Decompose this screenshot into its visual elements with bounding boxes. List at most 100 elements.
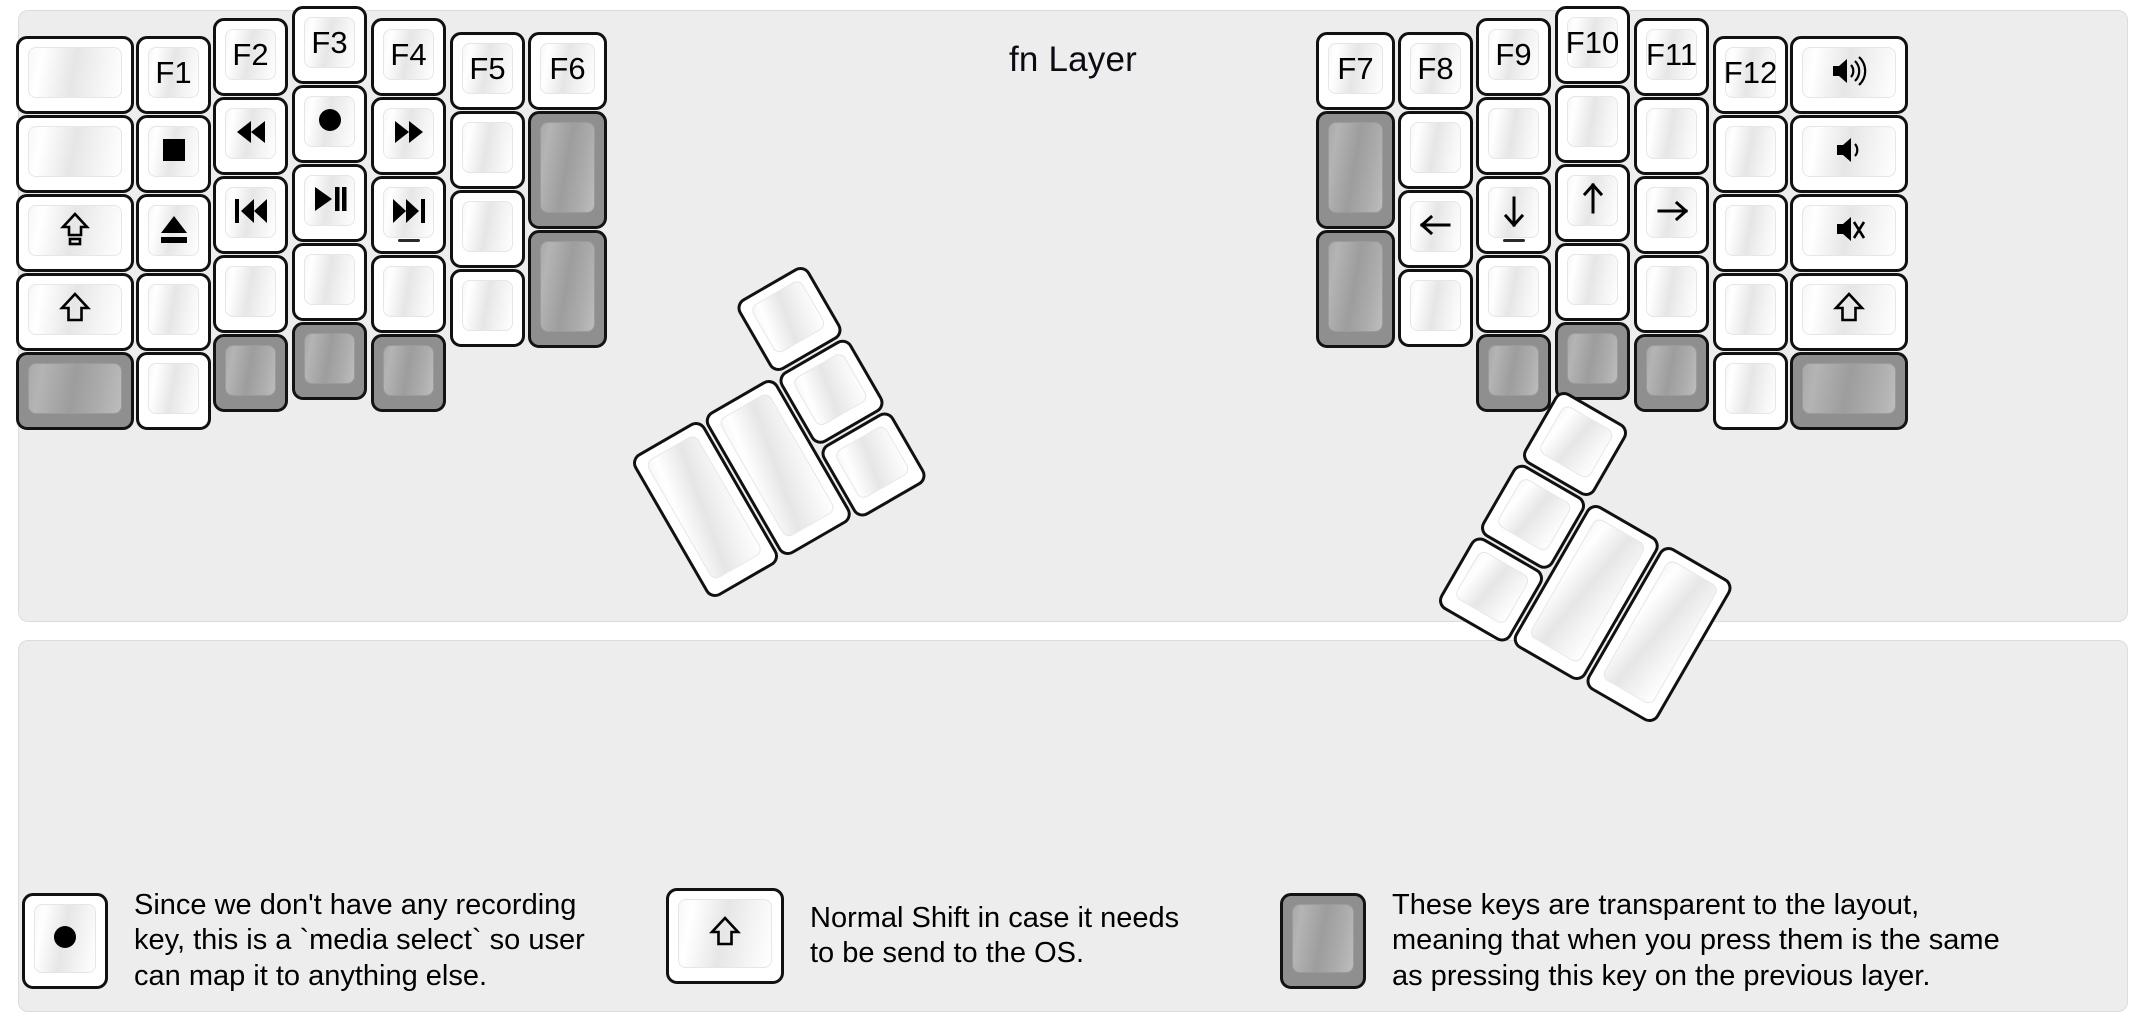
col-f2-key-2-rewind-icon[interactable] (213, 97, 288, 175)
keycap-face (225, 187, 276, 238)
col-f5-key-1-f5-key[interactable]: F5 (450, 32, 525, 110)
col-f8-key-4[interactable] (1398, 269, 1473, 347)
col-f1-key-5[interactable] (136, 352, 211, 430)
col-f8-key-3-arrow-left-icon[interactable] (1398, 190, 1473, 268)
keycap-face (1567, 175, 1618, 226)
keycap-face (1646, 108, 1697, 159)
col-f1-key-2-stop-icon[interactable] (136, 115, 211, 193)
col-outer-right-key-1-volume-up-icon[interactable] (1790, 36, 1908, 114)
col-f11-key-1-f11-key[interactable]: F11 (1634, 18, 1709, 96)
col-f3-key-3-play-pause-icon[interactable] (292, 164, 367, 242)
col-f7-key-1-f7-key[interactable]: F7 (1316, 32, 1395, 110)
keycap-face: F10 (1566, 17, 1619, 68)
col-f4-key-2-fast-forward-icon[interactable] (371, 97, 446, 175)
keycap-face (225, 345, 276, 396)
col-f2-key-4[interactable] (213, 255, 288, 333)
arrow-left-icon (1416, 205, 1456, 249)
keycap-face (1802, 284, 1896, 335)
keycap-face (1646, 187, 1697, 238)
col-f3-key-5-transparent-key-icon[interactable] (292, 322, 367, 400)
col-f3-key-2-record-icon[interactable] (292, 85, 367, 163)
col-f9-key-2[interactable] (1476, 97, 1551, 175)
keycap-face (1725, 205, 1776, 256)
col-f9-key-1-f9-key[interactable]: F9 (1476, 18, 1551, 96)
col-f4-key-1-f4-key[interactable]: F4 (371, 18, 446, 96)
col-f12-key-2[interactable] (1713, 115, 1788, 193)
col-f5-key-2[interactable] (450, 111, 525, 189)
col-f2-key-5-transparent-key-icon[interactable] (213, 334, 288, 412)
col-f11-key-3-arrow-right-icon[interactable] (1634, 176, 1709, 254)
col-f5-key-3[interactable] (450, 190, 525, 268)
col-f1-key-3-eject-icon[interactable] (136, 194, 211, 272)
keycap-face (1725, 126, 1776, 177)
key-label: F11 (1645, 37, 1698, 72)
col-f11-key-2[interactable] (1634, 97, 1709, 175)
keycap-face (28, 126, 122, 177)
col-f4-key-5-transparent-key-icon[interactable] (371, 334, 446, 412)
col-f9-key-4[interactable] (1476, 255, 1551, 333)
keycap-face (383, 345, 434, 396)
keycap-face (383, 266, 434, 317)
col-f11-key-4[interactable] (1634, 255, 1709, 333)
col-f9-key-3-arrow-down-icon[interactable] (1476, 176, 1551, 254)
key-label: F7 (1337, 51, 1374, 86)
col-outer-left-key-5-transparent-key-icon[interactable] (16, 352, 134, 430)
keycap-face (225, 266, 276, 317)
keycap-face (1725, 284, 1776, 335)
col-f12-key-1-f12-key[interactable]: F12 (1713, 36, 1788, 114)
legend-keycap-shift-arrow-icon[interactable] (666, 888, 784, 984)
col-f3-key-4[interactable] (292, 243, 367, 321)
col-outer-right-key-5-transparent-key-icon[interactable] (1790, 352, 1908, 430)
col-f4-key-4[interactable] (371, 255, 446, 333)
col-outer-right-key-4-shift-arrow-icon[interactable] (1790, 273, 1908, 351)
col-f1-key-4[interactable] (136, 273, 211, 351)
col-f6-key-2-transparent-key-icon[interactable] (528, 111, 607, 229)
keycap-face (1646, 345, 1697, 396)
col-f10-key-5-transparent-key-icon[interactable] (1555, 322, 1630, 400)
keycap-face (1802, 363, 1896, 414)
col-f8-key-1-f8-key[interactable]: F8 (1398, 32, 1473, 110)
legend-keycap-record-icon[interactable] (22, 893, 108, 990)
col-f4-key-3-next-track-icon[interactable] (371, 176, 446, 254)
keycap-face (1410, 122, 1461, 173)
shift-arrow-icon (55, 288, 95, 332)
col-outer-right-key-2-volume-down-icon[interactable] (1790, 115, 1908, 193)
key-label: F1 (155, 55, 192, 90)
homing-bar-indicator (1502, 239, 1525, 242)
col-f5-key-4[interactable] (450, 269, 525, 347)
col-f11-key-5-transparent-key-icon[interactable] (1634, 334, 1709, 412)
col-f9-key-5-transparent-key-icon[interactable] (1476, 334, 1551, 412)
col-outer-right-key-3-volume-mute-icon[interactable] (1790, 194, 1908, 272)
volume-up-icon (1829, 51, 1869, 95)
keycap-face (1453, 549, 1532, 626)
col-outer-left-key-1[interactable] (16, 36, 134, 114)
col-f8-key-2[interactable] (1398, 111, 1473, 189)
col-f6-key-3-transparent-key-icon[interactable] (528, 230, 607, 348)
keycap-face (791, 351, 870, 428)
col-f12-key-4[interactable] (1713, 273, 1788, 351)
col-outer-left-key-2[interactable] (16, 115, 134, 193)
keycap-face (1802, 47, 1896, 98)
col-f1-key-1-f1-key[interactable]: F1 (136, 36, 211, 114)
legend-keycap-transparent-key-icon[interactable] (1280, 893, 1366, 990)
col-f10-key-4[interactable] (1555, 243, 1630, 321)
col-outer-left-key-4-shift-arrow-icon[interactable] (16, 273, 134, 351)
col-f10-key-3-arrow-up-icon[interactable] (1555, 164, 1630, 242)
col-f7-key-3-transparent-key-icon[interactable] (1316, 230, 1395, 348)
col-f6-key-1-f6-key[interactable]: F6 (528, 32, 607, 110)
col-f2-key-3-previous-track-icon[interactable] (213, 176, 288, 254)
col-f12-key-3[interactable] (1713, 194, 1788, 272)
col-f10-key-1-f10-key[interactable]: F10 (1555, 6, 1630, 84)
rewind-icon (231, 112, 271, 156)
keycap-face (148, 284, 199, 335)
col-f2-key-1-f2-key[interactable]: F2 (213, 18, 288, 96)
key-label: F12 (1723, 55, 1778, 90)
keycap-face (28, 284, 122, 335)
col-f3-key-1-f3-key[interactable]: F3 (292, 6, 367, 84)
col-f12-key-5[interactable] (1713, 352, 1788, 430)
keycap-face (1328, 122, 1383, 213)
col-f7-key-2-transparent-key-icon[interactable] (1316, 111, 1395, 229)
col-f10-key-2[interactable] (1555, 85, 1630, 163)
col-outer-left-key-3-caps-lock-icon[interactable] (16, 194, 134, 272)
keycap-face: F12 (1723, 47, 1778, 98)
